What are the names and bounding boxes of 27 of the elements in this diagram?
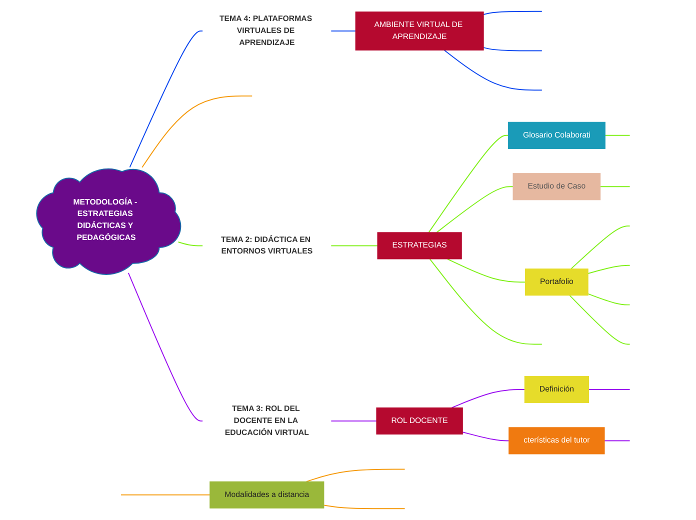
connector xyxy=(306,468,406,482)
connector xyxy=(604,440,630,442)
connector xyxy=(588,389,630,390)
connector xyxy=(429,258,542,345)
connector xyxy=(330,420,377,422)
connector xyxy=(128,272,204,422)
connector xyxy=(428,134,509,233)
connector xyxy=(436,186,514,233)
connector xyxy=(330,245,378,246)
connector xyxy=(323,504,406,510)
connector xyxy=(588,293,630,306)
connector xyxy=(483,47,542,52)
connector xyxy=(462,432,510,442)
connector xyxy=(604,134,630,136)
connector xyxy=(330,30,356,32)
connector xyxy=(129,30,204,168)
connector xyxy=(570,226,630,270)
connector xyxy=(120,494,210,496)
connector xyxy=(569,294,630,345)
connector xyxy=(451,389,526,408)
connector xyxy=(444,50,542,91)
connector xyxy=(588,264,630,274)
connector xyxy=(142,96,253,168)
connector xyxy=(178,241,204,246)
connector xyxy=(600,186,630,188)
connector xyxy=(483,10,542,15)
connector xyxy=(446,258,526,283)
